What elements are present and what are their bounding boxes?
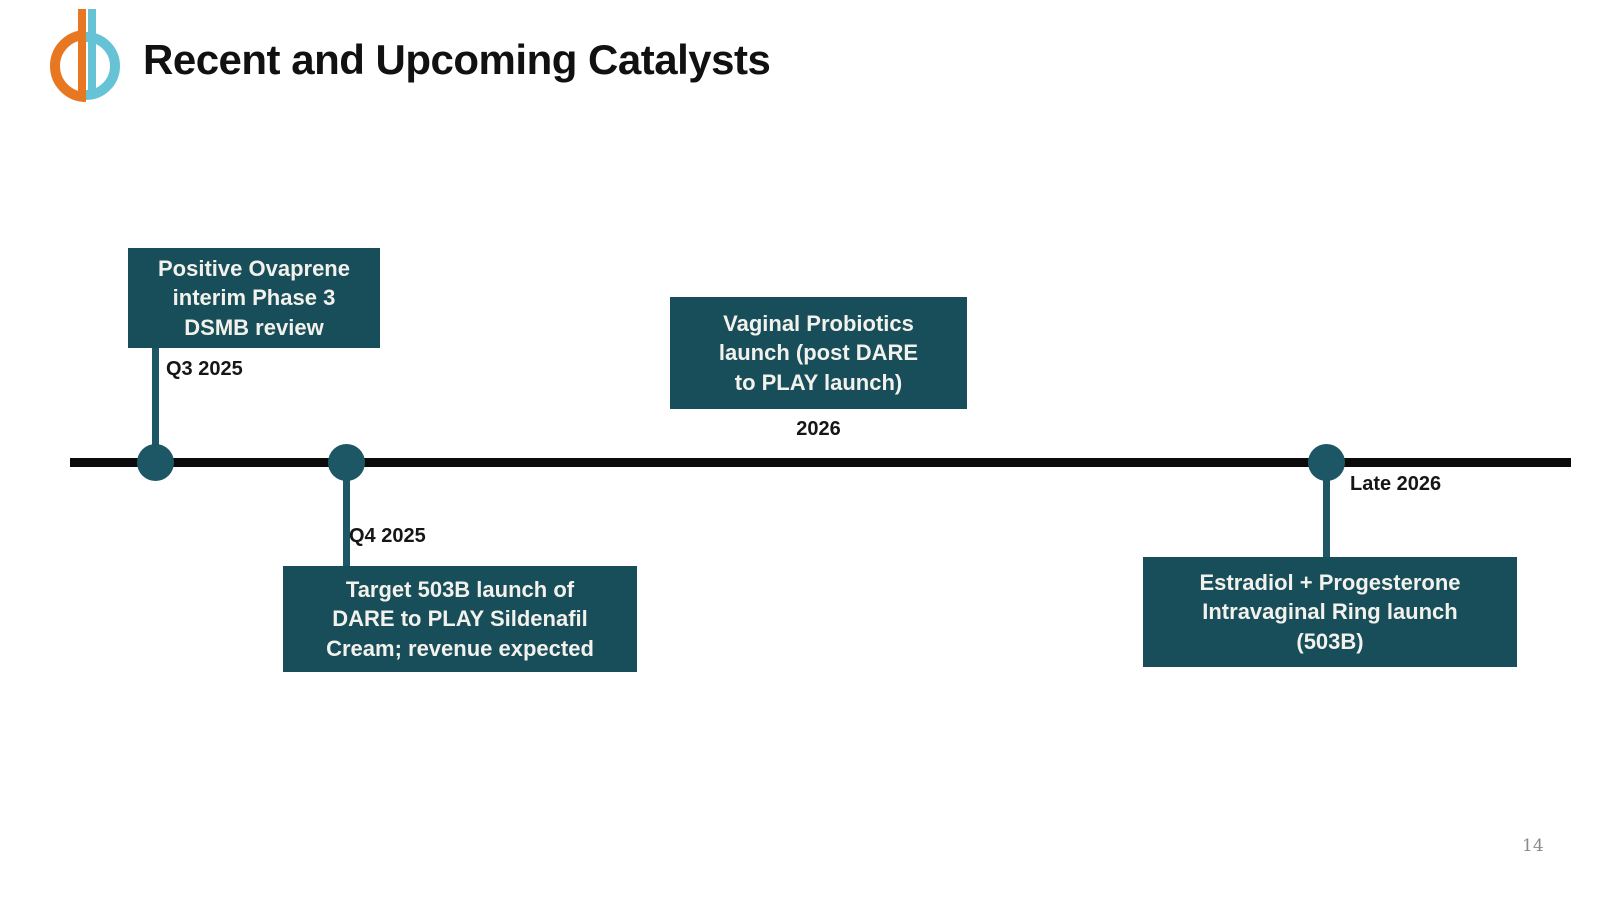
connector-dare-to-play xyxy=(343,463,350,568)
event-box-vaginal-probiotics: Vaginal Probiotics launch (post DARE to … xyxy=(670,297,967,409)
timeline-axis xyxy=(70,458,1571,467)
connector-estradiol-ring xyxy=(1323,463,1330,559)
date-label-q4-2025: Q4 2025 xyxy=(349,525,426,547)
connector-ovaprene xyxy=(152,346,159,458)
event-box-dare-to-play: Target 503B launch of DARE to PLAY Silde… xyxy=(283,566,637,672)
page-number: 14 xyxy=(1522,836,1544,856)
event-box-estradiol-ring: Estradiol + Progesterone Intravaginal Ri… xyxy=(1143,557,1517,667)
event-text: Target 503B launch of DARE to PLAY Silde… xyxy=(326,577,594,661)
date-label-late-2026: Late 2026 xyxy=(1350,473,1442,495)
event-box-ovaprene: Positive Ovaprene interim Phase 3 DSMB r… xyxy=(128,248,380,348)
date-label-q3-2025: Q3 2025 xyxy=(166,358,243,380)
timeline-node-late-2026 xyxy=(1308,444,1345,481)
dare-logo-icon xyxy=(50,9,120,102)
event-text: Vaginal Probiotics launch (post DARE to … xyxy=(718,311,919,395)
dare-bioscience-logo xyxy=(24,4,124,104)
date-label-2026: 2026 xyxy=(796,418,841,440)
timeline-node-q4-2025 xyxy=(328,444,365,481)
event-text: Positive Ovaprene interim Phase 3 DSMB r… xyxy=(158,256,350,340)
timeline-node-q3-2025 xyxy=(137,444,174,481)
page-title: Recent and Upcoming Catalysts xyxy=(143,36,771,83)
event-text: Estradiol + Progesterone Intravaginal Ri… xyxy=(1199,570,1461,654)
